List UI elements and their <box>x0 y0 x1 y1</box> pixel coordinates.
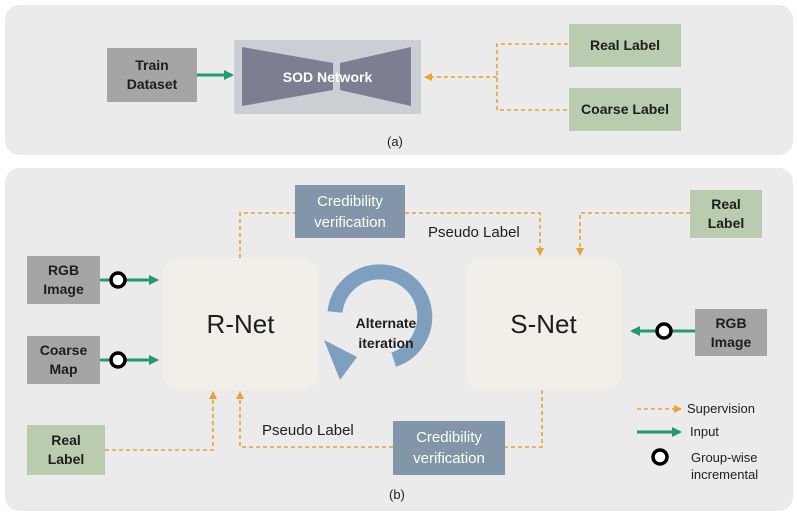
cred-top-to-snet-dashed <box>405 212 544 256</box>
real-label-right-to-snet-dashed <box>576 212 690 256</box>
cred-bottom-to-rnet-dashed <box>236 391 393 448</box>
legend-supervision-text: Supervision <box>687 401 755 416</box>
legend-group-wise-marker <box>651 448 669 466</box>
s-net-block: S-Net <box>466 258 621 390</box>
group-wise-marker-rgb-right <box>655 322 673 340</box>
r-net-block: R-Net <box>163 258 318 390</box>
labels-to-sod-dashed <box>425 43 568 111</box>
cycle-arrow-head <box>324 340 357 380</box>
snet-to-cred-bottom-dashed <box>505 390 543 448</box>
pseudo-label-bottom: Pseudo Label <box>262 422 354 439</box>
legend-input-text: Input <box>690 424 719 439</box>
real-label-left-to-rnet-dashed <box>105 391 217 451</box>
cycle-arrow-ring <box>327 264 433 367</box>
sod-decoder-shape <box>340 47 411 106</box>
coarse-label-box-a: Coarse Label <box>569 88 681 131</box>
sod-encoder-shape <box>242 47 333 106</box>
rnet-to-cred-top-dashed <box>239 212 295 258</box>
caption-b: (b) <box>389 487 405 502</box>
pseudo-label-top: Pseudo Label <box>428 224 520 241</box>
caption-a: (a) <box>387 134 403 149</box>
legend-group-wise-text: Group-wise incremental <box>691 450 759 482</box>
real-label-box-a: Real Label <box>569 24 681 67</box>
sod-network-label: SOD Network <box>282 69 373 85</box>
group-wise-marker-coarse <box>109 351 127 369</box>
group-wise-marker-rgb <box>109 271 127 289</box>
